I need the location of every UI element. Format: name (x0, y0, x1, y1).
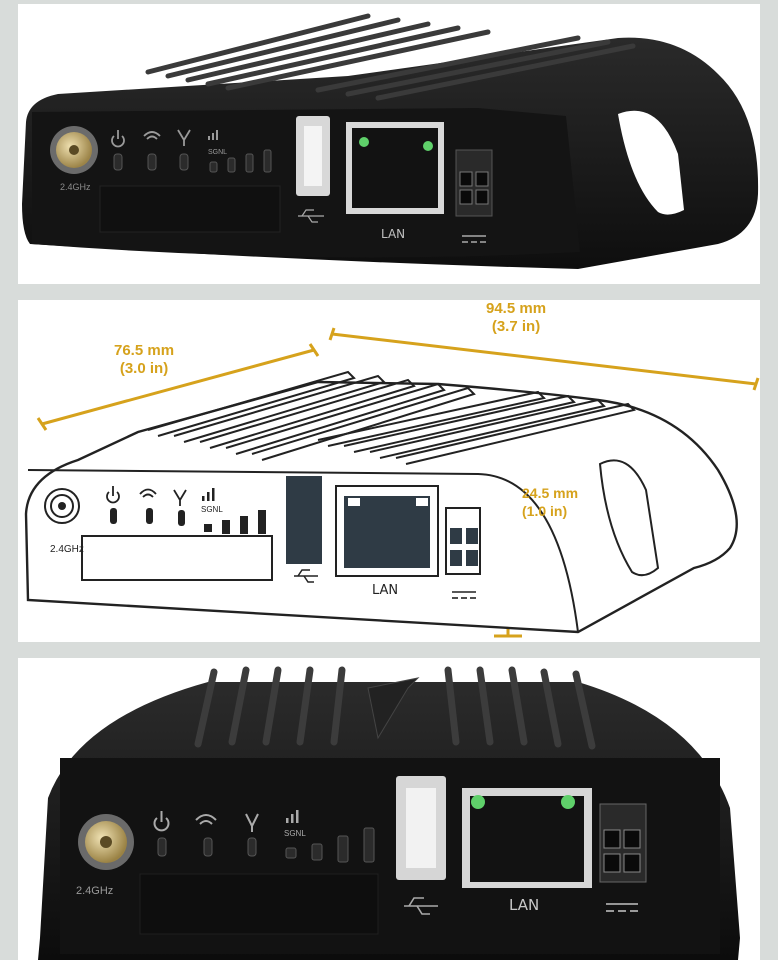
usb-port-drawing (286, 476, 322, 564)
power-led-drawing (110, 508, 117, 524)
wifi-led-front (203, 837, 213, 857)
length-dimension-line (328, 327, 760, 391)
length-metric: 94.5 mm (486, 300, 547, 317)
width-imperial: (3.0 in) (119, 360, 169, 377)
heat-fins-outline (147, 370, 636, 465)
wan-led-front (247, 837, 257, 857)
router-photo-angled: SGNL 2.4GHz LAN (22, 13, 759, 269)
dc-icon (462, 235, 486, 243)
frequency-label: 2.4GHz (60, 182, 91, 192)
signal-led-front-1 (285, 847, 297, 859)
lan-port-drawing (335, 485, 439, 577)
height-dimension-label: 24.5 mm (1.0 in) (522, 484, 578, 520)
heat-fins (145, 13, 636, 101)
signal-led-4 (263, 149, 272, 173)
photo-panel-front: 2.4GHz SGNL (18, 658, 760, 960)
power-connector-drawing (445, 507, 481, 575)
signal-led-drawing-1 (204, 524, 212, 532)
signal-led-drawing-2 (222, 520, 230, 534)
heat-fins-front (194, 666, 596, 750)
wifi-led (147, 153, 157, 171)
signal-label-drawing: SGNL (201, 505, 223, 514)
brand-logo-mark (367, 677, 420, 740)
antenna-connector-outline (44, 488, 80, 524)
width-metric: 76.5 mm (114, 342, 175, 359)
dc-icon-front (606, 903, 638, 912)
wifi-icon-drawing (139, 488, 157, 498)
signal-led-drawing-3 (240, 516, 248, 534)
length-imperial: (3.7 in) (491, 318, 541, 335)
signal-led-drawing-4 (258, 510, 266, 534)
power-icon-front (153, 817, 170, 832)
power-led-front (157, 837, 167, 857)
lan-label-drawing: LAN (372, 583, 398, 598)
signal-led-front-2 (311, 843, 323, 861)
height-metric: 24.5 mm (522, 485, 579, 501)
signal-label: SGNL (208, 149, 227, 156)
signal-led-front-4 (363, 827, 375, 863)
label-plate-front (139, 873, 379, 935)
router-line-drawing: 2.4GHz SGNL (24, 327, 760, 638)
antenna-icon-drawing (173, 489, 187, 506)
height-imperial: (1.0 in) (522, 503, 568, 519)
label-plate (99, 185, 281, 233)
wan-led (179, 153, 189, 171)
signal-bars-icon (208, 130, 218, 140)
label-plate-outline (81, 535, 273, 581)
signal-led-1 (209, 161, 218, 173)
wan-led-drawing (178, 510, 185, 526)
dc-icon-drawing (452, 591, 476, 599)
usb-icon (298, 209, 324, 223)
signal-label-front: SGNL (284, 829, 306, 838)
width-dimension-line (36, 343, 320, 431)
wifi-icon (143, 131, 161, 140)
lan-led-left-front (471, 795, 485, 809)
signal-led-front-3 (337, 835, 349, 863)
power-led (113, 153, 123, 171)
wifi-icon-front (195, 814, 217, 825)
lan-led-left (359, 137, 369, 147)
signal-bars-icon-drawing (202, 488, 215, 501)
power-icon-drawing (106, 491, 120, 504)
length-dimension-label: 94.5 mm (3.7 in) (486, 300, 546, 336)
signal-led-2 (227, 157, 236, 173)
lan-led-right-front (561, 795, 575, 809)
usb-icon-front (404, 897, 438, 915)
frequency-label-front: 2.4GHz (76, 885, 113, 897)
signal-bars-icon-front (286, 810, 299, 823)
wifi-led-drawing (146, 508, 153, 524)
power-icon (111, 135, 125, 148)
lan-label-front: LAN (509, 896, 539, 914)
signal-led-3 (245, 153, 254, 173)
side-vent-outline (598, 459, 660, 577)
antenna-icon-front (245, 813, 259, 832)
usb-icon-drawing (294, 569, 318, 583)
lan-led-right (423, 141, 433, 151)
router-photo-front: 2.4GHz SGNL (38, 666, 740, 960)
photo-panel-angled: SGNL 2.4GHz LAN (18, 4, 760, 284)
lan-label: LAN (381, 227, 405, 241)
antenna-icon (177, 129, 191, 146)
frequency-label-drawing: 2.4GHz (50, 544, 84, 555)
width-dimension-label: 76.5 mm (3.0 in) (114, 342, 174, 378)
dimension-drawing-panel: 2.4GHz SGNL (18, 300, 760, 642)
